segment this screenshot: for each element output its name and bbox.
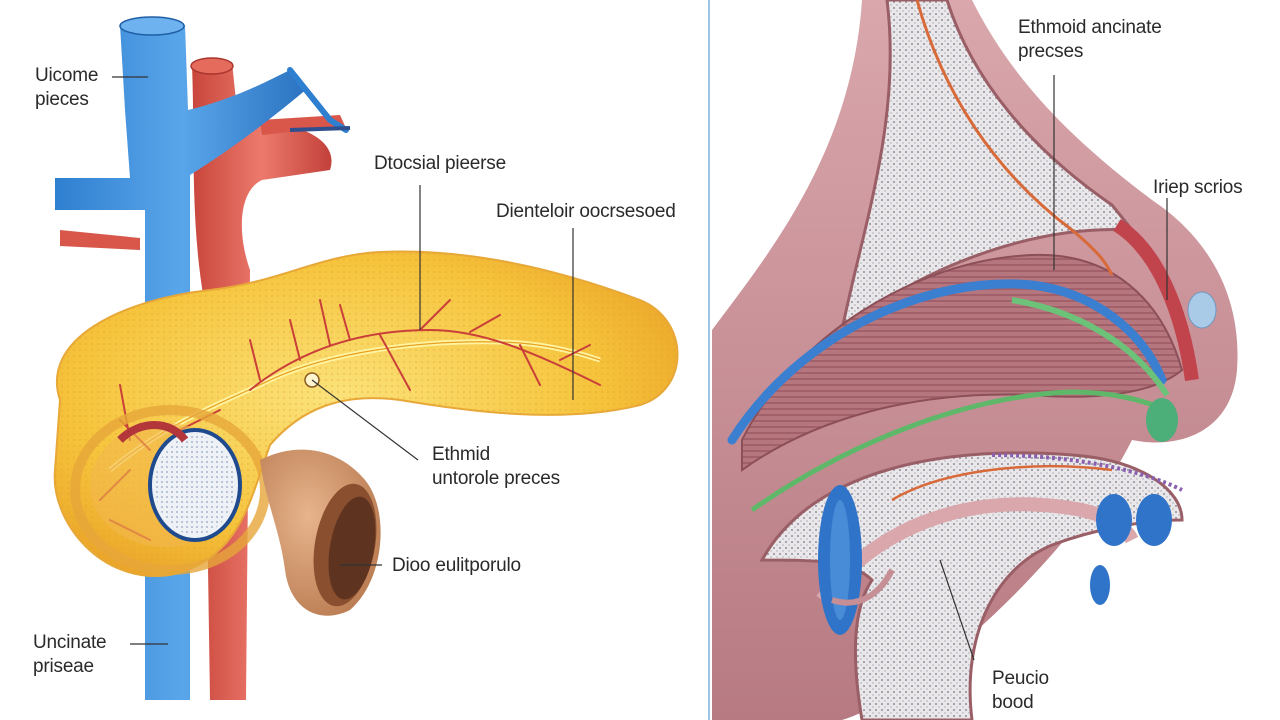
- leader-lines-right: [939, 75, 1168, 661]
- label-ethmoid: Ethmid untorole preces: [432, 444, 560, 489]
- label-top-left: Uicome pieces: [35, 65, 99, 110]
- leader-lines: [112, 76, 574, 645]
- vein-opening: [119, 16, 185, 36]
- upper-bone: [839, 0, 1136, 334]
- label-bottom: Peucio bood: [992, 668, 1049, 713]
- label-duct: Dioo eulitporulo: [392, 555, 521, 576]
- duodenum-ring: [70, 405, 270, 575]
- blue-structure-1: [1096, 494, 1132, 546]
- blue-structure-3: [1090, 565, 1110, 605]
- label-bottom-left: Uncinate priseae: [33, 632, 107, 677]
- pancreas-illustration: [53, 16, 679, 700]
- right-anatomy-panel: Ethmoid ancinate precses Iriep scrios Pe…: [712, 0, 1280, 720]
- artery-opening: [190, 57, 234, 75]
- label-ethmoid-uncinate: Ethmoid ancinate precses: [1018, 17, 1162, 62]
- cavity-striated: [741, 253, 1184, 472]
- nasal-vessel: [727, 279, 1167, 445]
- label-dorsal: Dtocsial pieerse: [374, 153, 506, 174]
- label-lateral: Iriep scrios: [1153, 177, 1243, 198]
- nasal-section-illustration: [712, 0, 1238, 720]
- blue-structure-2: [1136, 494, 1172, 546]
- panel-divider: [708, 0, 710, 720]
- green-node: [1146, 398, 1178, 442]
- label-posterior: Dienteloir oocrsesoed: [496, 201, 676, 222]
- left-anatomy-panel: Uicome pieces Dtocsial pieerse Dienteloi…: [33, 16, 679, 700]
- green-layer: [750, 389, 1168, 513]
